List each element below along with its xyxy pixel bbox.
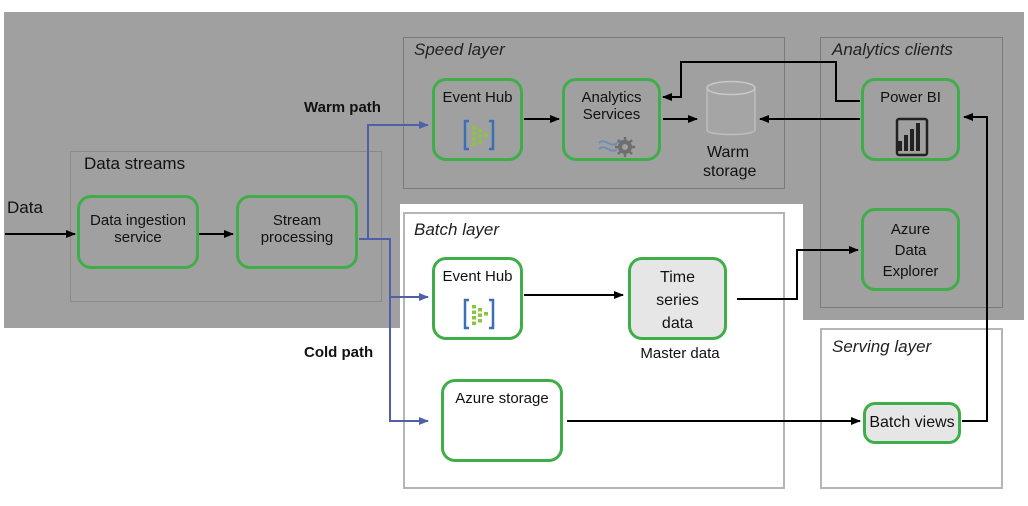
batch-event-hub-label: Event Hub — [442, 268, 513, 285]
speed-layer-box — [403, 37, 785, 189]
speed-layer-title: Speed layer — [414, 40, 505, 59]
time-series-data-node[interactable]: Time series data — [628, 257, 727, 340]
azure-data-explorer-label: Azure Data Explorer — [882, 221, 939, 280]
data-streams-title: Data streams — [84, 154, 186, 173]
batch-layer-title: Batch layer — [414, 220, 500, 239]
power-bi-node[interactable]: Power BI — [861, 78, 960, 161]
power-bi-icon — [895, 117, 929, 157]
azure-storage-node[interactable]: Azure storage — [441, 379, 563, 462]
batch-event-hub-node[interactable]: Event Hub — [432, 257, 523, 340]
stream-processing-label: Stream processing — [260, 212, 334, 247]
event-hub-icon — [463, 119, 495, 151]
data-input-label: Data — [7, 198, 43, 217]
cold-path-label: Cold path — [304, 344, 374, 361]
speed-event-hub-label: Event Hub — [442, 89, 513, 106]
azure-storage-label: Azure storage — [455, 390, 549, 407]
data-ingestion-service-label: Data ingestion service — [90, 212, 186, 247]
arrow-powerbi-to-analytics — [662, 61, 860, 102]
cold-path-arrow-storage — [389, 297, 429, 425]
batch-views-label: Batch views — [869, 414, 955, 431]
analytics-services-label: Analytics Services — [581, 89, 642, 124]
speed-event-hub-node[interactable]: Event Hub — [432, 78, 523, 161]
power-bi-label: Power BI — [880, 89, 941, 106]
cold-path-arrow-eventhub — [359, 238, 429, 301]
warm-path-label: Warm path — [304, 99, 381, 116]
serving-layer-title: Serving layer — [832, 337, 932, 356]
event-hub-icon — [463, 298, 495, 330]
warm-path-arrow — [359, 121, 429, 240]
azure-data-explorer-node[interactable]: Azure Data Explorer — [861, 208, 960, 291]
stream-processing-node[interactable]: Stream processing — [236, 195, 358, 269]
analytics-services-icon — [598, 137, 635, 157]
analytics-services-node[interactable]: Analytics Services — [562, 78, 661, 161]
analytics-clients-title: Analytics clients — [832, 40, 953, 59]
data-streams-box — [70, 151, 382, 302]
database-cylinder-icon — [706, 80, 756, 136]
data-ingestion-service-node[interactable]: Data ingestion service — [77, 195, 199, 269]
master-data-label: Master data — [640, 345, 720, 362]
time-series-data-label: Time series data — [656, 269, 699, 333]
batch-views-node[interactable]: Batch views — [863, 402, 961, 444]
arrow-batchviews-to-powerbi — [962, 113, 988, 422]
arrow-timeseries-to-adx — [737, 246, 859, 300]
warm-storage-label: Warm storage — [703, 144, 757, 181]
analytics-clients-box — [820, 37, 1003, 308]
